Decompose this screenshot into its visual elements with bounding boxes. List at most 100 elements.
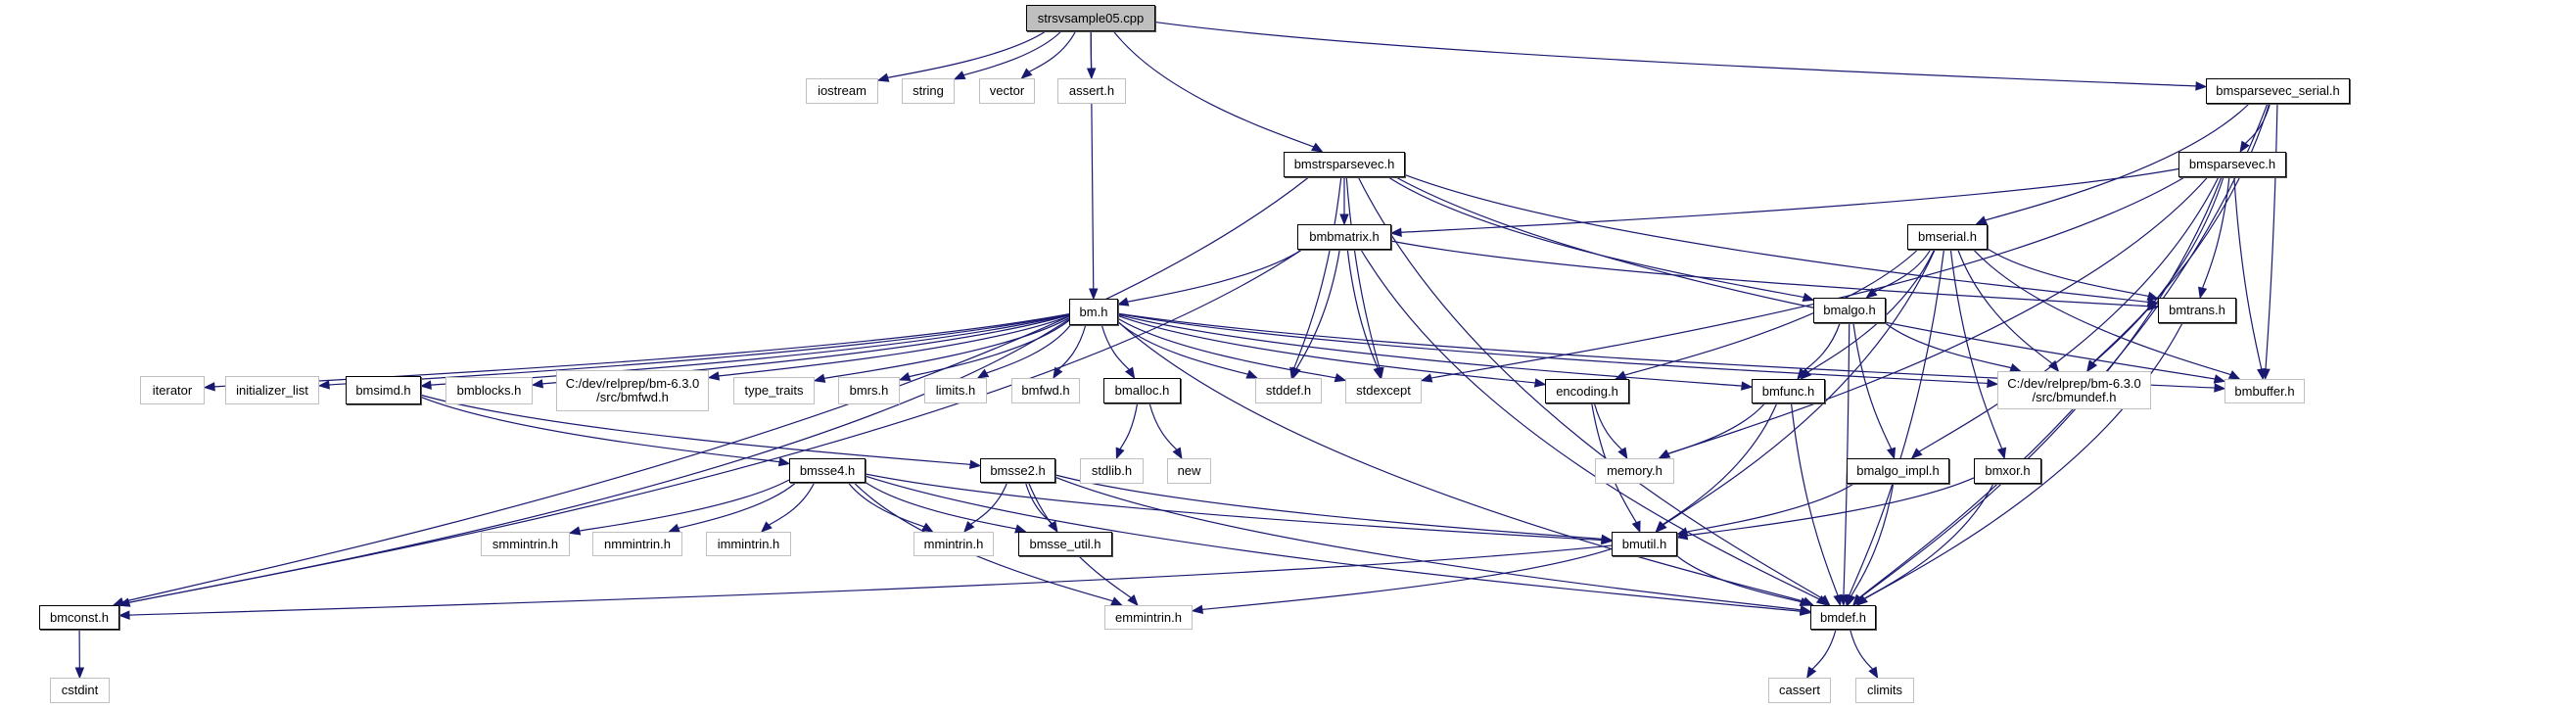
arrowhead-icon — [317, 380, 330, 390]
node-bmsse-util[interactable]: bmsse_util.h — [1018, 532, 1112, 556]
arrowhead-icon — [707, 371, 721, 381]
node-label: bmserial.h — [1918, 229, 1977, 244]
node-bmsse2[interactable]: bmsse2.h — [980, 458, 1055, 483]
arrowhead-icon — [117, 610, 130, 620]
node-bmutil[interactable]: bmutil.h — [1612, 532, 1677, 556]
arrowhead-icon — [2048, 359, 2060, 373]
arrowhead-icon — [531, 379, 544, 389]
node-vector[interactable]: vector — [979, 78, 1035, 104]
edge-bmutil-to-bmdef — [1676, 555, 1802, 603]
node-assert[interactable]: assert.h — [1057, 78, 1126, 104]
node-iostream[interactable]: iostream — [806, 78, 878, 104]
node-label: initializer_list — [236, 382, 308, 398]
node-bmtrans[interactable]: bmtrans.h — [2158, 298, 2236, 323]
edge-root-to-vector — [1028, 30, 1077, 72]
edge-bmdef-to-climits — [1850, 629, 1874, 670]
node-label: bmconst.h — [50, 609, 109, 625]
node-cassert[interactable]: cassert — [1768, 678, 1831, 703]
node-stddef[interactable]: stddef.h — [1255, 378, 1322, 403]
node-bm[interactable]: bm.h — [1069, 299, 1118, 325]
arrowhead-icon — [1110, 596, 1123, 606]
node-label: cstdint — [61, 683, 99, 697]
node-root[interactable]: strsvsample05.cpp — [1026, 5, 1155, 31]
node-smmintrin[interactable]: smmintrin.h — [481, 532, 570, 556]
arrowhead-icon — [1799, 605, 1812, 615]
node-bmsse4[interactable]: bmsse4.h — [789, 458, 866, 483]
node-bmalgo[interactable]: bmalgo.h — [1813, 298, 1886, 323]
node-bmsimd[interactable]: bmsimd.h — [346, 376, 421, 404]
node-bmserial[interactable]: bmserial.h — [1907, 224, 1988, 250]
node-bmbuffer[interactable]: bmbuffer.h — [2225, 379, 2305, 403]
arrowhead-icon — [1053, 366, 1063, 380]
node-cstdint[interactable]: cstdint — [50, 678, 110, 703]
node-bmundef[interactable]: C:/dev/relprep/bm-6.3.0 /src/bmundef.h — [1997, 371, 2151, 409]
node-bmblocks[interactable]: bmblocks.h — [445, 377, 533, 404]
edge-bmalloc-to-new — [1148, 402, 1178, 450]
node-bmdef[interactable]: bmdef.h — [1810, 605, 1876, 630]
node-bmfwd[interactable]: bmfwd.h — [1011, 378, 1080, 403]
arrowhead-icon — [1868, 666, 1879, 680]
node-label: assert.h — [1068, 83, 1115, 98]
edge-bmsse4-to-bmsse_util — [865, 482, 1017, 530]
arrowhead-icon — [1617, 447, 1628, 460]
node-label: bmalgo.h — [1823, 303, 1876, 317]
arrowhead-icon — [898, 372, 912, 381]
node-label: bmsse2.h — [990, 462, 1046, 478]
node-limits[interactable]: limits.h — [924, 378, 987, 403]
arrowhead-icon — [1533, 378, 1547, 388]
arrowhead-icon — [1987, 378, 1999, 389]
arrowhead-icon — [2227, 370, 2241, 380]
arrowhead-icon — [2257, 367, 2267, 381]
node-new[interactable]: new — [1167, 458, 1211, 484]
node-type-traits[interactable]: type_traits — [733, 377, 815, 404]
node-bmalgo-impl[interactable]: bmalgo_impl.h — [1847, 458, 1949, 484]
node-emmintrin[interactable]: emmintrin.h — [1104, 605, 1193, 630]
node-label: C:/dev/relprep/bm-6.3.0 /src/bmundef.h — [2007, 375, 2141, 404]
node-initializer-list[interactable]: initializer_list — [225, 376, 319, 404]
arrowhead-icon — [963, 520, 975, 534]
edge-bmalgo-to-bmundef — [1885, 322, 2012, 369]
arrowhead-icon — [1910, 448, 1923, 459]
node-mmintrin[interactable]: mmintrin.h — [913, 532, 994, 556]
arrowhead-icon — [953, 71, 966, 80]
node-bmfunc[interactable]: bmfunc.h — [1752, 379, 1825, 403]
node-memory[interactable]: memory.h — [1595, 458, 1674, 484]
arrowhead-icon — [1020, 68, 1033, 79]
node-label: new — [1177, 463, 1201, 478]
node-label: encoding.h — [1556, 383, 1618, 399]
node-label: bmsse4.h — [799, 462, 856, 478]
node-bmsparsevec[interactable]: bmsparsevec.h — [2178, 152, 2286, 177]
arrowhead-icon — [921, 522, 934, 533]
node-stdlib[interactable]: stdlib.h — [1080, 458, 1144, 484]
node-bmxor[interactable]: bmxor.h — [1974, 458, 2041, 484]
node-bmsparsevec-serial[interactable]: bmsparsevec_serial.h — [2206, 78, 2350, 104]
node-label: bmtrans.h — [2169, 303, 2225, 317]
edge-bm-to-bmsimd — [430, 313, 1070, 386]
edge-bmsse4-to-bmutil — [865, 473, 1603, 542]
arrowhead-icon — [777, 456, 791, 467]
node-climits[interactable]: climits — [1855, 678, 1914, 703]
node-immintrin[interactable]: immintrin.h — [706, 532, 791, 556]
node-stdexcept[interactable]: stdexcept — [1345, 378, 1422, 403]
arrowhead-icon — [1334, 373, 1347, 383]
arrowhead-icon — [2195, 81, 2208, 91]
node-bmfwd-full[interactable]: C:/dev/relprep/bm-6.3.0 /src/bmfwd.h — [556, 370, 709, 411]
arrowhead-icon — [1373, 366, 1382, 380]
edge-bmsparsevec-to-bmbmatrix — [1400, 167, 2179, 233]
node-label: bm.h — [1079, 304, 1108, 319]
node-bmstrsparsevec[interactable]: bmstrsparsevec.h — [1284, 152, 1405, 177]
node-bmconst[interactable]: bmconst.h — [39, 605, 119, 630]
node-nmmintrin[interactable]: nmmintrin.h — [592, 532, 682, 556]
node-string[interactable]: string — [902, 78, 955, 104]
arrowhead-icon — [1089, 288, 1099, 301]
edge-bmsse4-to-immintrin — [768, 482, 816, 526]
node-encoding[interactable]: encoding.h — [1545, 379, 1629, 403]
edge-bmsparsevec-to-bmalgo_impl — [1918, 176, 2220, 452]
node-bmalloc[interactable]: bmalloc.h — [1103, 378, 1181, 403]
node-iterator[interactable]: iterator — [140, 376, 205, 404]
edge-bmbmatrix-to-bmtrans — [1390, 240, 2149, 307]
edge-bmfunc-to-bmutil — [1662, 402, 1778, 526]
edge-bmbmatrix-to-stdexcept — [1346, 249, 1379, 369]
node-bmbmatrix[interactable]: bmbmatrix.h — [1297, 224, 1391, 250]
node-bmrs[interactable]: bmrs.h — [838, 377, 900, 404]
